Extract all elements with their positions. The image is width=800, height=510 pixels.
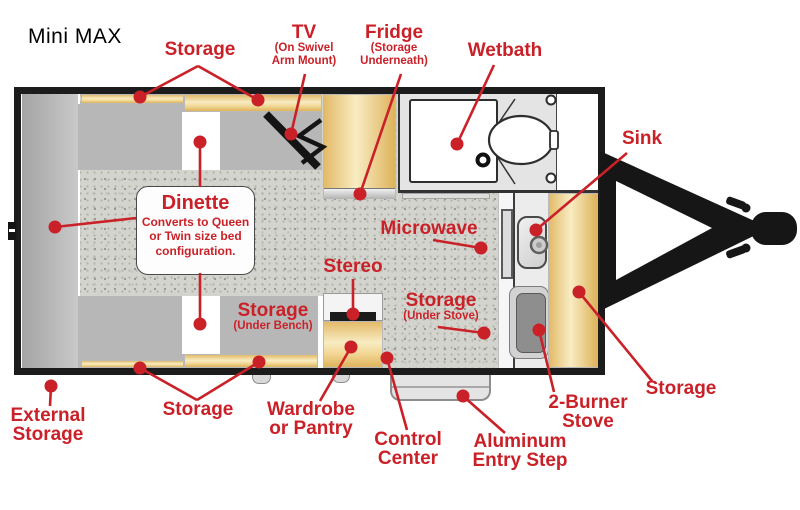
label-fridge-note2: Underneath) <box>360 54 428 67</box>
label-storage-under-bench-note: (Under Bench) <box>233 320 313 333</box>
label-control-center: Control Center <box>374 430 442 469</box>
dinette-description: Converts to Queen or Twin size bed confi… <box>141 215 250 258</box>
stereo-unit <box>330 312 376 321</box>
label-microwave: Microwave <box>380 218 478 239</box>
fridge-front-panel <box>324 188 395 199</box>
label-external-storage: External Storage <box>11 406 86 445</box>
label-tv-name: TV <box>291 22 317 43</box>
wardrobe-pantry-cabinet <box>323 321 383 368</box>
wetbath-door-area <box>556 94 598 193</box>
label-tv-note1: (On Swivel <box>274 42 334 55</box>
label-fridge-note1: (Storage <box>370 42 418 55</box>
label-wardrobe-line2: or Pantry <box>269 418 353 440</box>
fridge-cabinet <box>323 94 396 199</box>
label-tv-note2: Arm Mount) <box>271 54 337 67</box>
page-title: Mini MAX <box>28 25 122 48</box>
label-storage-under-stove-note: (Under Stove) <box>403 310 479 323</box>
wetbath-wall-line <box>398 190 598 193</box>
exterior-access-door-right <box>332 375 350 383</box>
dinette-table-leaf-bottom <box>182 296 220 354</box>
label-aluminum-entry-step: Aluminum Entry Step <box>472 432 567 471</box>
dinette-table-leaf-top <box>182 112 220 170</box>
external-storage-latch-slit <box>9 229 15 232</box>
label-control-line2: Center <box>377 448 439 470</box>
label-storage-overhead: Storage <box>164 39 236 60</box>
dinette-label: Dinette <box>161 192 230 214</box>
label-storage-curbside: Storage <box>645 378 717 399</box>
hitch-a-frame-icon <box>600 151 797 311</box>
label-storage-under-bench-name: Storage <box>237 300 309 321</box>
exterior-access-door-left <box>252 375 271 384</box>
external-storage-compartment <box>22 94 78 368</box>
label-wardrobe-line1: Wardrobe <box>267 399 355 420</box>
microwave-unit <box>501 209 513 279</box>
label-external-line2: Storage <box>12 424 84 446</box>
label-step-line2: Entry Step <box>472 450 568 472</box>
under-bed-storage-cabinet-right <box>184 354 318 368</box>
label-wetbath: Wetbath <box>467 40 543 61</box>
overhead-storage-cabinet-top-right <box>184 94 322 112</box>
label-two-burner-line2: Stove <box>562 411 614 433</box>
label-storage-under-stove: Storage (Under Stove) <box>403 291 478 323</box>
sink-basin <box>517 216 547 269</box>
label-storage-under-stove-name: Storage <box>405 290 477 311</box>
entry-step-edge <box>392 386 489 388</box>
wetbath-threshold <box>402 193 490 199</box>
label-storage-under-bench: Storage (Under Bench) <box>233 301 312 333</box>
label-two-burner-line1: 2-Burner <box>548 392 628 413</box>
label-stereo: Stereo <box>323 256 383 277</box>
cabinet-gap <box>318 296 323 368</box>
label-fridge: Fridge (Storage Underneath) <box>360 23 428 67</box>
label-two-burner-stove: 2-Burner Stove <box>548 393 627 432</box>
label-control-line1: Control <box>374 429 442 450</box>
under-bed-storage-cabinet-left <box>81 360 184 368</box>
label-sink: Sink <box>621 128 663 149</box>
label-tv: TV (On Swivel Arm Mount) <box>272 23 337 67</box>
aluminum-entry-step <box>390 375 491 401</box>
label-fridge-name: Fridge <box>364 22 424 43</box>
shower-pan <box>409 99 498 183</box>
label-step-line1: Aluminum <box>473 431 567 452</box>
label-external-line1: External <box>10 405 86 426</box>
label-wardrobe-pantry: Wardrobe or Pantry <box>267 400 355 439</box>
two-burner-stove-top <box>516 293 546 353</box>
curbside-storage-cabinet <box>548 193 598 368</box>
label-storage-under-bed: Storage <box>162 399 234 420</box>
overhead-storage-cabinet-top-left <box>81 94 184 104</box>
dinette-table: Dinette Converts to Queen or Twin size b… <box>136 186 255 275</box>
